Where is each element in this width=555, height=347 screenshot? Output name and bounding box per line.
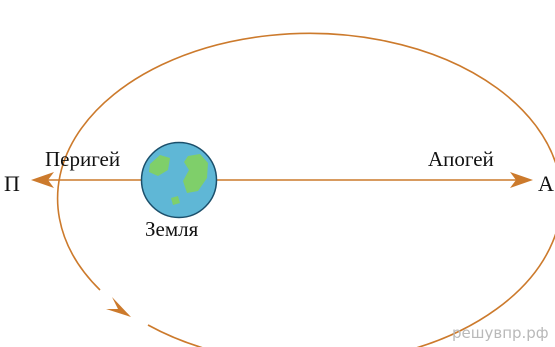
apogee-arrowhead	[510, 172, 533, 188]
orbit-ellipse	[56, 32, 555, 347]
earth-icon	[140, 141, 218, 219]
earth-label: Земля	[145, 217, 199, 241]
orbit-direction-arrow	[106, 297, 131, 317]
apogee-point-label: А	[538, 171, 554, 196]
perigee-arrowhead	[31, 172, 54, 188]
perigee-label: Перигей	[45, 147, 120, 171]
perigee-point-label: П	[4, 171, 20, 196]
apogee-label: Апогей	[428, 147, 494, 171]
watermark: решувпр.рф	[452, 324, 549, 342]
